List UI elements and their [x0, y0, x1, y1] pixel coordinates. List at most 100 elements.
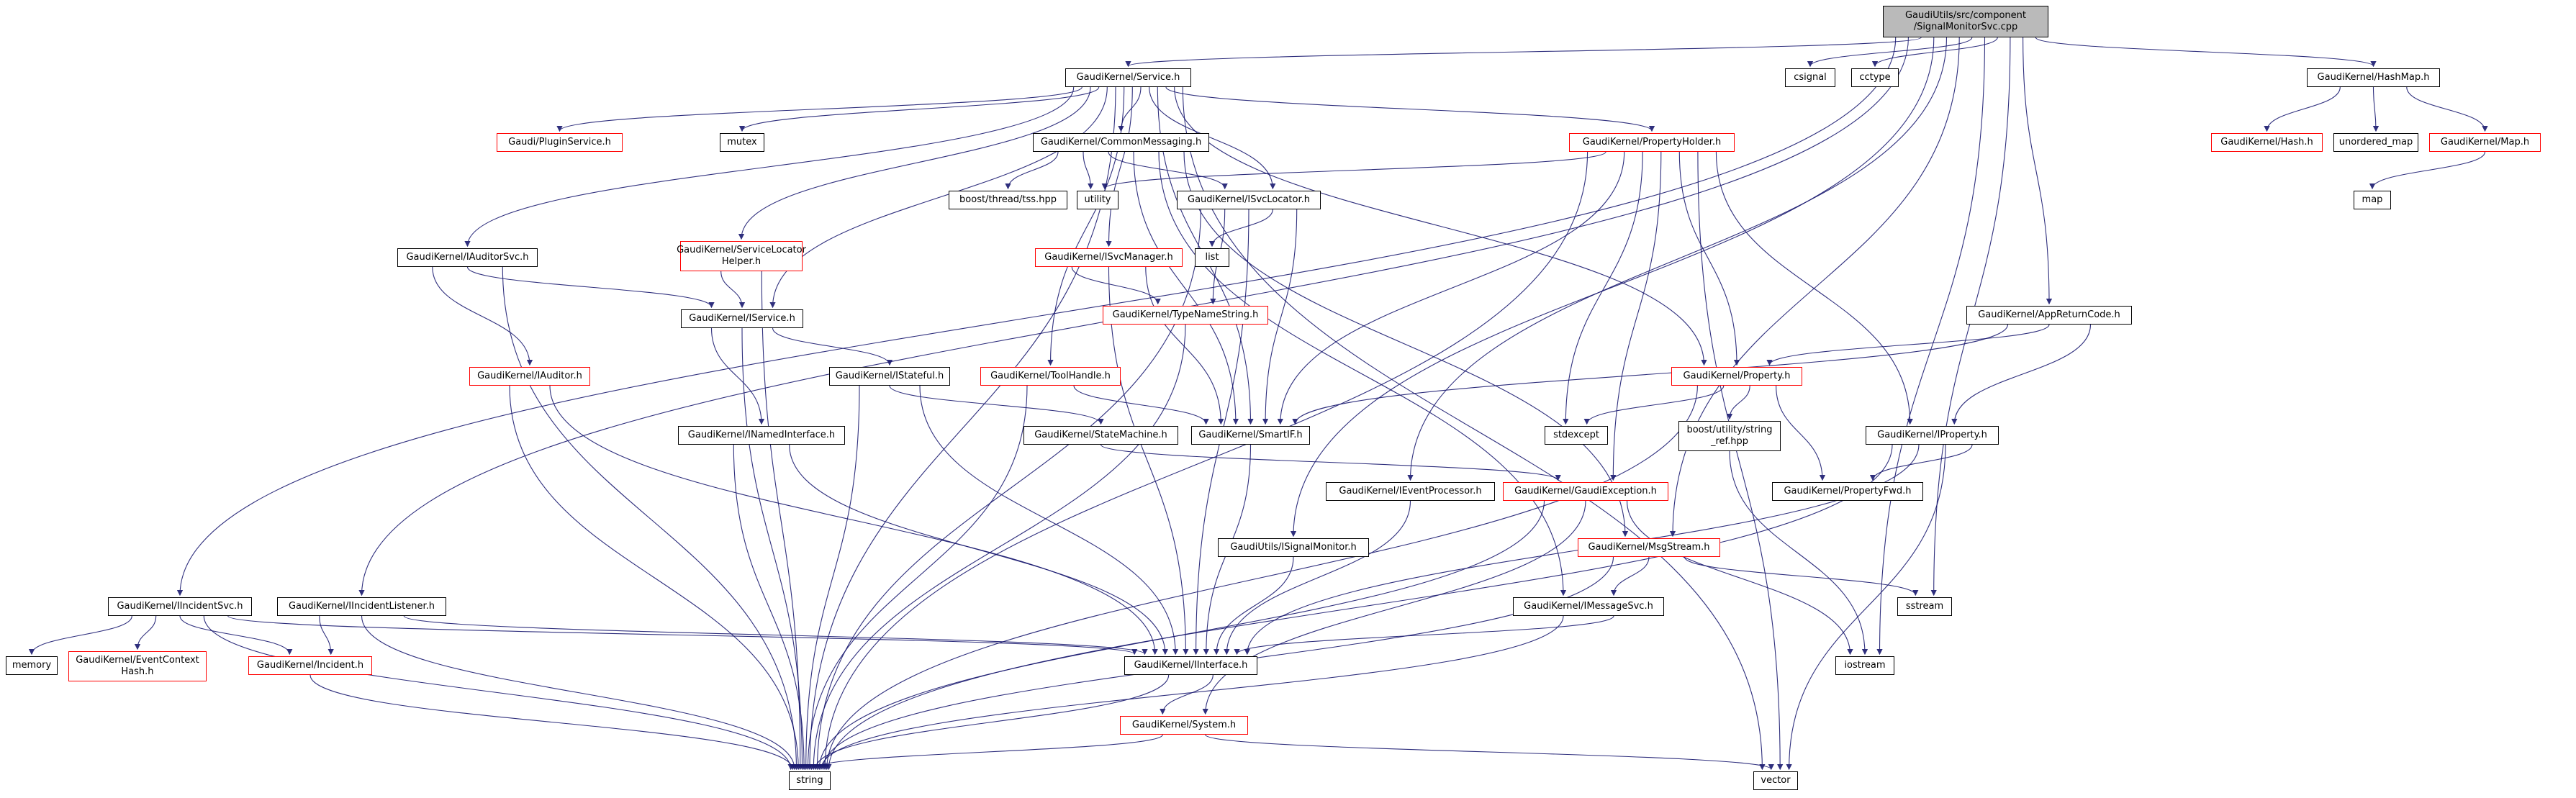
include-edge-main-to-iincidentsvc — [176, 37, 1897, 597]
include-edge-propertyholder-to-utility — [1101, 151, 1606, 190]
include-edge-isvcmanager-to-smartif — [1145, 266, 1224, 425]
graph-node-label: GaudiKernel/Incident.h — [256, 659, 364, 671]
graph-node-stringref[interactable]: boost/utility/string_ref.hpp — [1678, 421, 1781, 451]
graph-node-utility[interactable]: utility — [1077, 191, 1118, 209]
graph-node-mapheader[interactable]: GaudiKernel/Map.h — [2429, 133, 2541, 152]
graph-node-label: GaudiKernel/IIncidentListener.h — [288, 600, 435, 612]
graph-node-iinterface[interactable]: GaudiKernel/IInterface.h — [1124, 656, 1257, 675]
include-edge-appreturncode-to-property — [1766, 324, 2050, 366]
graph-node-toolhandle[interactable]: GaudiKernel/ToolHandle.h — [980, 367, 1121, 386]
include-edge-iservice-to-inamedinterface — [710, 327, 765, 425]
graph-node-iincidentlistener[interactable]: GaudiKernel/IIncidentListener.h — [277, 597, 446, 616]
graph-node-isignalmonitor[interactable]: GaudiUtils/ISignalMonitor.h — [1218, 538, 1369, 557]
graph-node-iproperty[interactable]: GaudiKernel/IProperty.h — [1866, 426, 1999, 445]
graph-node-label: vector — [1761, 774, 1791, 786]
graph-node-property[interactable]: GaudiKernel/Property.h — [1671, 367, 1802, 386]
graph-node-mutex[interactable]: mutex — [720, 133, 764, 152]
graph-node-list[interactable]: list — [1195, 248, 1229, 267]
graph-node-stringstd[interactable]: string — [789, 771, 831, 790]
graph-node-isvcmanager[interactable]: GaudiKernel/ISvcManager.h — [1035, 248, 1183, 267]
graph-node-ieventprocessor[interactable]: GaudiKernel/IEventProcessor.h — [1326, 482, 1495, 501]
include-edge-main-to-iostream — [1876, 37, 1986, 656]
include-edge-main-to-appreturncode — [2023, 37, 2053, 305]
include-edge-main-to-msgstream — [1669, 37, 1960, 538]
graph-node-iostream[interactable]: iostream — [1835, 656, 1894, 675]
graph-node-memory[interactable]: memory — [6, 656, 58, 675]
graph-node-unordered_map[interactable]: unordered_map — [2333, 133, 2418, 152]
graph-node-label: GaudiKernel/IEventProcessor.h — [1339, 485, 1482, 497]
graph-node-iservice[interactable]: GaudiKernel/IService.h — [681, 309, 803, 328]
graph-node-commonmessaging[interactable]: GaudiKernel/CommonMessaging.h — [1033, 133, 1209, 152]
graph-node-label: csignal — [1794, 71, 1827, 83]
graph-node-system[interactable]: GaudiKernel/System.h — [1120, 716, 1248, 735]
graph-node-iauditorsvc[interactable]: GaudiKernel/IAuditorSvc.h — [397, 248, 538, 267]
include-edge-commonmessaging-to-smartif — [1133, 151, 1239, 425]
graph-node-csignal[interactable]: csignal — [1785, 68, 1835, 87]
include-edge-commonmessaging-to-utility — [1083, 151, 1094, 190]
graph-node-label: GaudiKernel/IMessageSvc.h — [1524, 600, 1653, 612]
include-edge-slhelper-to-iservice — [720, 271, 746, 309]
graph-node-msgstream[interactable]: GaudiKernel/MsgStream.h — [1578, 538, 1720, 557]
include-edge-mapheader-to-mapstd — [2369, 151, 2486, 190]
include-edge-iinterface-to-system — [1160, 674, 1214, 715]
graph-node-label: GaudiKernel/CommonMessaging.h — [1040, 136, 1202, 148]
graph-node-label: GaudiKernel/INamedInterface.h — [687, 429, 836, 440]
include-edge-main-to-service — [1125, 37, 1922, 68]
include-edge-iauditorsvc-to-iauditor — [432, 266, 533, 366]
graph-node-iauditor[interactable]: GaudiKernel/IAuditor.h — [469, 367, 590, 386]
include-edge-propertyholder-to-stdexcept — [1563, 151, 1643, 425]
include-edge-commonmessaging-to-tss — [1005, 151, 1059, 190]
graph-node-label: _ref.hpp — [1710, 436, 1749, 447]
graph-node-label: GaudiKernel/PropertyHolder.h — [1582, 136, 1722, 148]
graph-node-stdexcept[interactable]: stdexcept — [1545, 426, 1608, 445]
graph-node-cctype[interactable]: cctype — [1851, 68, 1899, 87]
graph-node-label: GaudiKernel/IStateful.h — [835, 370, 944, 381]
graph-node-smartif[interactable]: GaudiKernel/SmartIF.h — [1191, 426, 1310, 445]
graph-node-istateful[interactable]: GaudiKernel/IStateful.h — [829, 367, 950, 386]
graph-node-pluginservice[interactable]: Gaudi/PluginService.h — [497, 133, 623, 152]
graph-node-label: GaudiKernel/TypeNameString.h — [1112, 309, 1259, 320]
graph-node-propertyfwd[interactable]: GaudiKernel/PropertyFwd.h — [1772, 482, 1923, 501]
graph-node-typenamestring[interactable]: GaudiKernel/TypeNameString.h — [1103, 306, 1268, 325]
graph-node-label: GaudiKernel/StateMachine.h — [1034, 429, 1167, 440]
include-edge-service-to-stringstd — [806, 86, 1116, 771]
graph-node-service[interactable]: GaudiKernel/Service.h — [1065, 68, 1191, 87]
graph-node-tss[interactable]: boost/thread/tss.hpp — [949, 191, 1067, 209]
include-edge-property-to-stdexcept — [1583, 385, 1725, 425]
graph-node-hashmap[interactable]: GaudiKernel/HashMap.h — [2307, 68, 2440, 87]
include-edge-propertyholder-to-gaudiexception — [1610, 151, 1662, 481]
graph-node-incident[interactable]: GaudiKernel/Incident.h — [248, 656, 372, 675]
include-edge-main-to-cctype — [1871, 37, 1998, 68]
include-edge-appreturncode-to-smartif — [1292, 324, 2009, 425]
graph-node-hash[interactable]: GaudiKernel/Hash.h — [2211, 133, 2323, 152]
graph-node-iincidentsvc[interactable]: GaudiKernel/IIncidentSvc.h — [108, 597, 252, 616]
graph-node-imessagesvc[interactable]: GaudiKernel/IMessageSvc.h — [1513, 597, 1664, 616]
graph-node-vector[interactable]: vector — [1753, 771, 1798, 790]
graph-node-sstream[interactable]: sstream — [1897, 597, 1952, 616]
include-edge-commonmessaging-to-imessagesvc — [1158, 151, 1567, 597]
graph-node-label: GaudiUtils/src/component — [1904, 9, 2027, 21]
graph-node-label: map — [2362, 194, 2383, 205]
include-edge-ieventprocessor-to-iinterface — [1224, 500, 1411, 656]
graph-node-label: GaudiKernel/Property.h — [1683, 370, 1791, 381]
include-edge-iauditorsvc-to-stringstd — [502, 266, 800, 771]
graph-node-statemachine[interactable]: GaudiKernel/StateMachine.h — [1023, 426, 1178, 445]
graph-node-propertyholder[interactable]: GaudiKernel/PropertyHolder.h — [1569, 133, 1735, 152]
graph-node-inamedinterface[interactable]: GaudiKernel/INamedInterface.h — [678, 426, 845, 445]
include-edge-property-to-stringstd — [823, 385, 1698, 771]
include-edge-iincidentsvc-to-iinterface — [227, 615, 1137, 656]
graph-node-appreturncode[interactable]: GaudiKernel/AppReturnCode.h — [1966, 306, 2132, 325]
graph-node-main: GaudiUtils/src/component/SignalMonitorSv… — [1883, 6, 2048, 37]
include-edge-iproperty-to-stringstd — [826, 444, 1893, 771]
include-edge-commonmessaging-to-isvclocator — [1108, 151, 1228, 190]
graph-node-mapstd[interactable]: map — [2354, 191, 2391, 209]
graph-node-label: stdexcept — [1553, 429, 1599, 440]
graph-node-isvclocator[interactable]: GaudiKernel/ISvcLocator.h — [1177, 191, 1321, 209]
graph-node-label: unordered_map — [2338, 136, 2413, 148]
include-edge-iauditor-to-stringstd — [509, 385, 802, 771]
include-edge-iauditor-to-iinterface — [549, 385, 1158, 656]
graph-node-label: boost/utility/string — [1686, 424, 1773, 435]
graph-node-gaudiexception[interactable]: GaudiKernel/GaudiException.h — [1503, 482, 1668, 501]
